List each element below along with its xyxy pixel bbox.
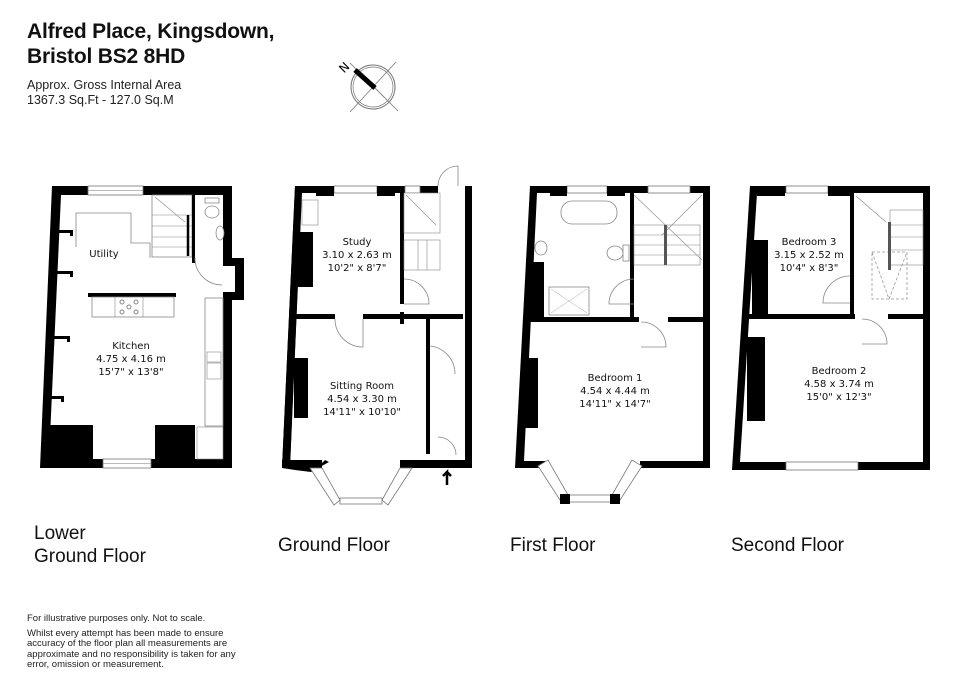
gross-internal-area: Approx. Gross Internal Area 1367.3 Sq.Ft… [27, 78, 181, 108]
title-line-1: Alfred Place, Kingsdown, [27, 20, 275, 43]
disclaimer: For illustrative purposes only. Not to s… [27, 613, 237, 675]
room-metric-study: 3.10 x 2.63 m [322, 250, 392, 261]
room-imperial-bedroom-1: 14'11" x 14'7" [579, 399, 651, 410]
room-imperial-bedroom-3: 10'4" x 8'3" [780, 263, 839, 274]
room-name-bedroom-1: Bedroom 1 [588, 373, 643, 384]
floor-label-line-2: Ground Floor [34, 546, 146, 567]
floor-label-second: Second Floor [731, 535, 845, 556]
room-name-study: Study [343, 237, 372, 248]
north-compass-icon: N [336, 60, 399, 113]
room-imperial-kitchen: 15'7" x 13'8" [98, 367, 163, 378]
svg-text:N: N [336, 60, 352, 76]
room-name-kitchen: Kitchen [112, 341, 150, 352]
room-metric-sitting-room: 4.54 x 3.30 m [327, 394, 397, 405]
room-name-bedroom-3: Bedroom 3 [782, 237, 837, 248]
floor-label-ground: Ground Floor [278, 535, 390, 556]
room-name-utility: Utility [89, 249, 118, 260]
room-imperial-study: 10'2" x 8'7" [328, 263, 387, 274]
room-name-bedroom-2: Bedroom 2 [812, 366, 867, 377]
area-label: Approx. Gross Internal Area [27, 78, 182, 92]
floor-label-line-1: Lower [34, 523, 86, 544]
room-metric-bedroom-3: 3.15 x 2.52 m [774, 250, 844, 261]
room-metric-bedroom-2: 4.58 x 3.74 m [804, 379, 874, 390]
first-floor-plan [515, 185, 710, 504]
room-imperial-bedroom-2: 15'0" x 12'3" [806, 392, 871, 403]
floor-label-first: First Floor [510, 535, 596, 556]
ground-floor-plan [282, 165, 472, 506]
disclaimer-accuracy: Whilst every attempt has been made to en… [27, 627, 236, 670]
room-metric-bedroom-1: 4.54 x 4.44 m [580, 386, 650, 397]
area-value: 1367.3 Sq.Ft - 127.0 Sq.M [27, 93, 174, 107]
floor-label-lower-ground: Lower Ground Floor [34, 522, 146, 568]
title-line-2: Bristol BS2 8HD [27, 45, 186, 68]
room-metric-kitchen: 4.75 x 4.16 m [96, 354, 166, 365]
property-address-title: Alfred Place, Kingsdown, Bristol BS2 8HD [27, 19, 274, 69]
disclaimer-scale: For illustrative purposes only. Not to s… [27, 613, 206, 624]
lower-ground-floor-plan [40, 185, 244, 469]
room-imperial-sitting-room: 14'11" x 10'10" [323, 407, 401, 418]
room-name-sitting-room: Sitting Room [330, 381, 394, 392]
second-floor-plan [732, 185, 930, 471]
